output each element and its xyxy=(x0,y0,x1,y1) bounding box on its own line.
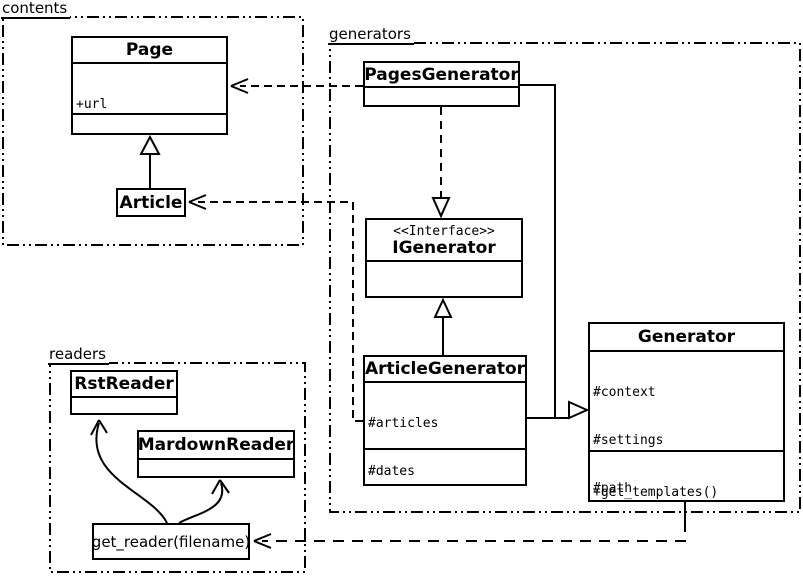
generator-getreader-dependency-line xyxy=(262,521,686,542)
contents-package-label: contents xyxy=(1,0,71,19)
class-markdownreader-title: MardownReader xyxy=(137,435,295,455)
generators-package-label: generators xyxy=(328,25,414,45)
class-markdownreader-methods: +read() xyxy=(139,458,293,476)
pagesgenerator-generator-line xyxy=(520,84,570,419)
attribute: #context xyxy=(593,385,656,400)
generalization-triangle-igenerator xyxy=(433,297,453,318)
class-pagesgenerator: PagesGenerator #pages xyxy=(363,61,520,107)
generalization-triangle-generator xyxy=(568,400,590,420)
class-igenerator: <<Interface>> IGenerator +generate_conte… xyxy=(365,218,523,298)
class-pagesgenerator-attributes: #pages xyxy=(365,86,518,105)
open-arrowhead-article xyxy=(188,194,207,210)
class-rstreader-methods: +read() xyxy=(72,396,176,413)
attribute: #articles xyxy=(368,416,439,431)
class-rstreader: RstReader +read() xyxy=(70,370,178,415)
articlegenerator-article-dependency-line xyxy=(198,201,363,422)
getreader-rstreader-curve xyxy=(95,422,168,524)
open-arrowhead-markdownreader xyxy=(211,479,230,495)
class-page: Page +url +slug +summary +check_properti… xyxy=(71,36,228,135)
class-pagesgenerator-title: PagesGenerator xyxy=(364,64,519,85)
generators-package-frame xyxy=(329,42,801,513)
open-arrowhead-page xyxy=(230,78,249,94)
attribute: +url xyxy=(76,97,108,112)
contents-package-frame xyxy=(2,16,304,246)
attribute: #dates xyxy=(368,464,415,479)
attribute: #path xyxy=(593,481,633,496)
getreader-markdownreader-curve xyxy=(178,482,224,524)
class-page-title: Page xyxy=(125,40,174,60)
class-article-title: Article xyxy=(119,192,183,213)
get-reader-label: get_reader(filename) xyxy=(91,532,251,551)
class-igenerator-header: <<Interface>> IGenerator xyxy=(367,220,521,260)
class-igenerator-stereotype: <<Interface>> xyxy=(393,223,495,239)
class-igenerator-title: IGenerator xyxy=(392,237,496,258)
class-generator-methods: +get_templates() +get_files(path,exclude… xyxy=(590,450,783,500)
class-rstreader-title: RstReader xyxy=(74,374,174,394)
class-markdownreader: MardownReader +read() xyxy=(137,430,295,478)
class-page-attributes: +url +slug +summary xyxy=(73,62,226,113)
class-generator-attributes: #context #settings #path #theme #output_… xyxy=(590,350,783,496)
get-reader-node: get_reader(filename) xyxy=(92,523,250,560)
class-generator: Generator #context #settings #path #them… xyxy=(588,322,785,502)
class-page-methods: +check_properties() xyxy=(73,113,226,133)
class-igenerator-methods: +generate_context() +generate_output() xyxy=(367,260,521,296)
readers-package-label: readers xyxy=(48,345,109,365)
readers-package-frame xyxy=(49,362,306,573)
class-article: Article xyxy=(116,188,186,217)
realization-triangle-igenerator xyxy=(431,197,451,219)
method: +generate_feeds() xyxy=(368,483,522,484)
open-arrowhead-getreader xyxy=(253,533,272,549)
class-articlegenerator-attributes: #articles #dates #tags #categories xyxy=(365,381,525,479)
class-articlegenerator: ArticleGenerator #articles #dates #tags … xyxy=(363,355,527,486)
class-articlegenerator-title: ArticleGenerator xyxy=(364,359,526,379)
open-arrowhead-rstreader xyxy=(90,419,108,436)
attribute: #settings xyxy=(593,433,664,448)
class-generator-title: Generator xyxy=(637,327,736,347)
class-articlegenerator-methods: +generate_feeds() +generate_pages() xyxy=(365,448,525,484)
generalization-triangle-page xyxy=(139,134,161,155)
method: +generate_context() xyxy=(370,295,519,296)
method: +get_templates() xyxy=(593,485,719,500)
